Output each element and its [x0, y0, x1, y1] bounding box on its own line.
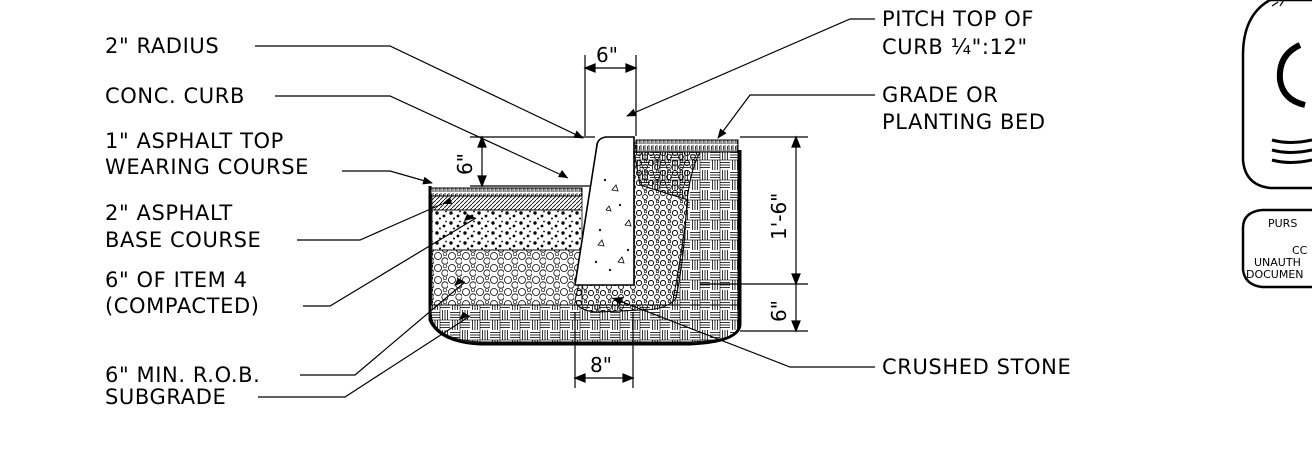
- label-asphalt-top-2: WEARING COURSE: [105, 155, 309, 179]
- label-rob: 6" MIN. R.O.B.: [105, 363, 261, 387]
- label-pitch-2: CURB ¼":12": [882, 35, 1028, 59]
- dim-text-reveal: 6": [453, 153, 477, 175]
- asphalt-top-layer: [429, 187, 583, 197]
- leader-lines: [255, 18, 875, 398]
- planting-bed: [635, 139, 739, 153]
- notice-box: [1241, 208, 1312, 289]
- dim-text-base: 6": [767, 300, 791, 322]
- dim-curb-height: [700, 135, 808, 286]
- notice-line-3: UNAUTH: [1254, 256, 1301, 269]
- dim-text-bottom-width: 8": [590, 353, 612, 377]
- dim-curb-top-width: [583, 55, 638, 136]
- asphalt-base-layer: [431, 195, 583, 211]
- dim-text-top-width: 6": [596, 43, 618, 67]
- label-asphalt-base-1: 2" ASPHALT: [105, 201, 233, 225]
- label-asphalt-base-2: BASE COURSE: [105, 228, 262, 252]
- label-grade-2: PLANTING BED: [882, 110, 1046, 134]
- dim-curb-bottom: [573, 312, 635, 388]
- label-radius: 2" RADIUS: [105, 34, 220, 58]
- subgrade-layer: [429, 304, 739, 343]
- dim-curb-base: [740, 284, 808, 333]
- label-item4-1: 6" OF ITEM 4: [105, 268, 248, 292]
- label-subgrade: SUBGRADE: [105, 385, 227, 409]
- notice-line-2: CC: [1292, 244, 1308, 257]
- rob-layer: [431, 249, 583, 306]
- notice-line-1: PURS: [1268, 217, 1298, 230]
- engineer-seal: [1241, 0, 1312, 190]
- label-pitch-1: PITCH TOP OF: [882, 7, 1035, 31]
- label-conc-curb: CONC. CURB: [105, 84, 245, 108]
- label-item4-2: (COMPACTED): [105, 294, 260, 318]
- notice-line-4: DOCUMEN: [1246, 268, 1304, 281]
- label-crushed-stone: CRUSHED STONE: [882, 355, 1072, 379]
- concrete-curb: [574, 136, 635, 286]
- leader-arrowheads: [442, 170, 623, 320]
- dim-text-height: 1'-6": [767, 193, 791, 240]
- label-asphalt-top-1: 1" ASPHALT TOP: [105, 129, 284, 153]
- item4-layer: [431, 209, 583, 251]
- curb-aggregate-marks: [594, 178, 632, 272]
- trench-outline: [428, 150, 742, 346]
- label-grade-1: GRADE OR: [882, 83, 999, 107]
